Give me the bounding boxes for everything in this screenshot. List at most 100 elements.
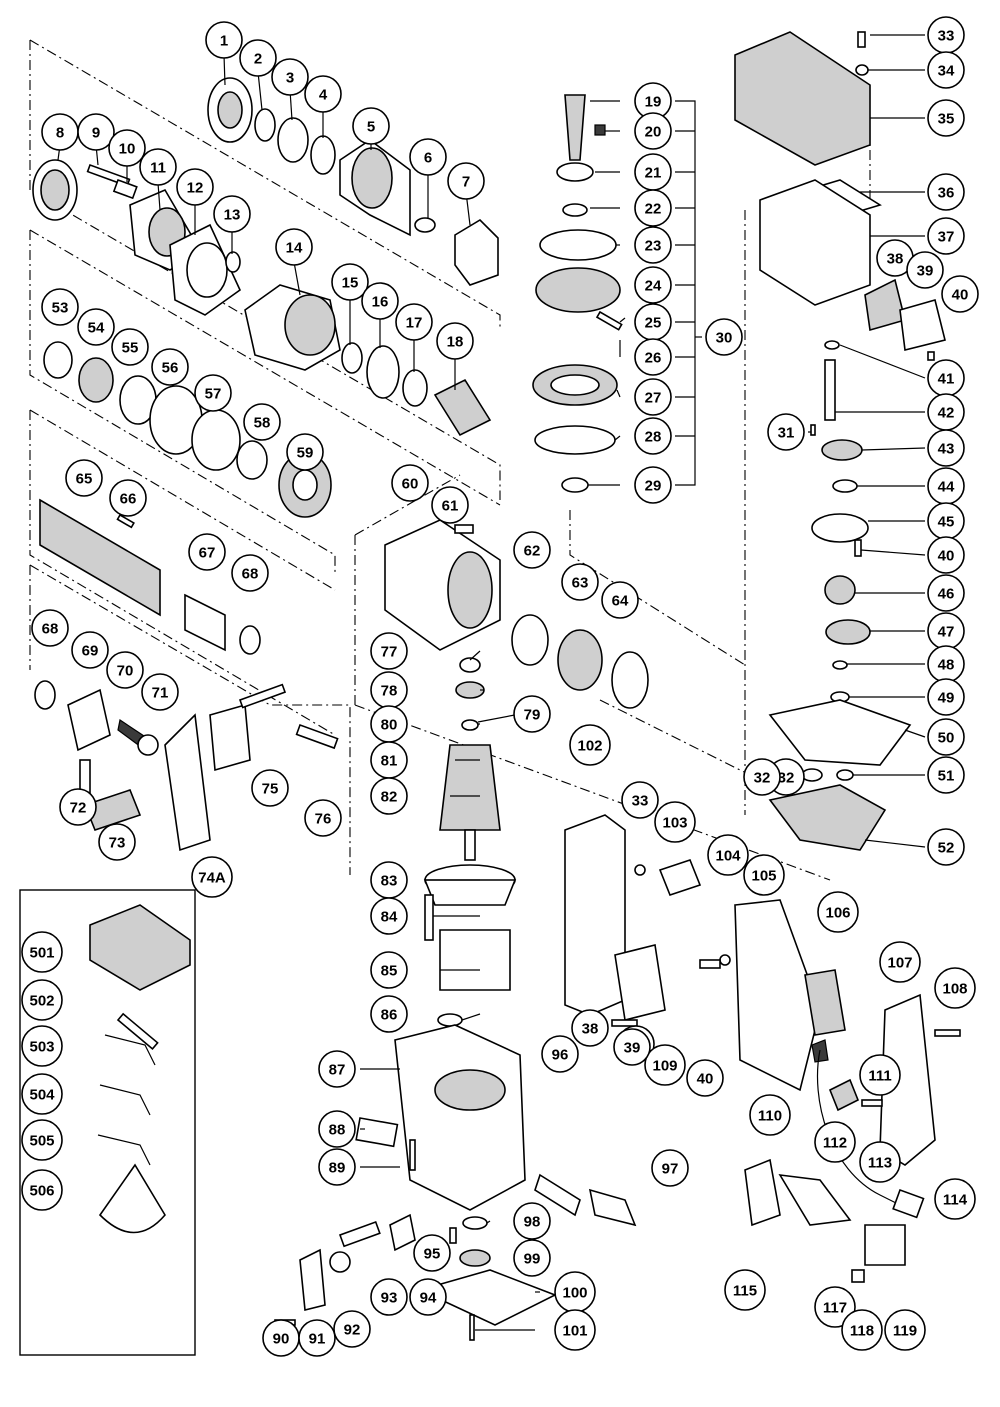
callout-label: 15 — [342, 275, 359, 292]
callout-circle — [571, 1009, 609, 1047]
callout-25: 25 — [634, 303, 672, 341]
callout-label: 92 — [344, 1322, 361, 1339]
callout-74A: 74A — [191, 856, 233, 898]
callout-43: 43 — [927, 429, 965, 467]
handle-assembly-group — [564, 814, 961, 1283]
callout-112: 112 — [814, 1121, 856, 1163]
callout-10: 10 — [108, 129, 146, 167]
callout-circle — [286, 433, 324, 471]
callout-67: 67 — [188, 533, 226, 571]
callout-65: 65 — [65, 459, 103, 497]
callout-96: 96 — [541, 1035, 579, 1073]
callout-circle — [370, 951, 408, 989]
callout-53: 53 — [41, 288, 79, 326]
callout-76: 76 — [304, 799, 342, 837]
callout-label: 95 — [424, 1246, 441, 1263]
callout-label: 505 — [29, 1133, 54, 1150]
callout-label: 62 — [524, 543, 541, 560]
callout-label: 71 — [152, 685, 169, 702]
callout-label: 57 — [205, 386, 222, 403]
callout-81: 81 — [370, 741, 408, 779]
callout-111: 111 — [859, 1054, 901, 1096]
gear-housing-group — [274, 1024, 637, 1341]
callout-label: 79 — [524, 707, 541, 724]
callout-label: 99 — [524, 1251, 541, 1268]
callout-87: 87 — [318, 1050, 356, 1088]
callout-circle — [707, 834, 749, 876]
callout-106: 106 — [817, 891, 859, 933]
callout-circle — [275, 228, 313, 266]
callout-label: 33 — [632, 793, 649, 810]
callout-label: 19 — [645, 94, 662, 111]
callout-64: 64 — [601, 581, 639, 619]
callout-circle — [644, 1044, 686, 1086]
front-cap-group — [32, 77, 499, 316]
callout-label: 66 — [120, 491, 137, 508]
callout-505: 505 — [21, 1119, 63, 1161]
callout-circle — [333, 1310, 371, 1348]
bearing-row — [43, 341, 332, 518]
callout-circle — [188, 533, 226, 571]
callout-circle — [934, 967, 976, 1009]
callout-501: 501 — [21, 931, 63, 973]
callout-circle — [841, 1309, 883, 1351]
callout-circle — [431, 486, 469, 524]
callout-label: 33 — [938, 28, 955, 45]
callout-circle — [318, 1110, 356, 1148]
callout-label: 6 — [424, 150, 432, 167]
callout-label: 59 — [297, 445, 314, 462]
callout-circle — [352, 107, 390, 145]
callout-label: 18 — [447, 334, 464, 351]
callout-label: 8 — [56, 125, 64, 142]
callout-114: 114 — [934, 1178, 976, 1220]
callout-label: 78 — [381, 683, 398, 700]
callout-circle — [724, 1269, 766, 1311]
callout-label: 1 — [220, 33, 228, 50]
callout-119: 119 — [884, 1309, 926, 1351]
callout-99: 99 — [513, 1239, 551, 1277]
callout-circle — [391, 464, 429, 502]
callout-97: 97 — [651, 1149, 689, 1187]
callout-circle — [767, 413, 805, 451]
callout-label: 83 — [381, 873, 398, 890]
callout-label: 105 — [751, 868, 776, 885]
callout-circle — [31, 609, 69, 647]
callout-40: 40 — [686, 1059, 724, 1097]
callout-label: 106 — [825, 905, 850, 922]
callout-circle — [561, 563, 599, 601]
callout-circle — [817, 891, 859, 933]
callout-label: 86 — [381, 1007, 398, 1024]
callout-circle — [361, 282, 399, 320]
callout-label: 80 — [381, 717, 398, 734]
callout-12: 12 — [176, 168, 214, 206]
callout-label: 109 — [652, 1058, 677, 1075]
callout-circle — [108, 129, 146, 167]
callout-label: 46 — [938, 586, 955, 603]
callout-83: 83 — [370, 861, 408, 899]
callout-circle — [370, 632, 408, 670]
callout-label: 69 — [82, 643, 99, 660]
callout-label: 103 — [662, 815, 687, 832]
callout-label: 502 — [29, 993, 54, 1010]
callout-circle — [651, 1149, 689, 1187]
callout-503: 503 — [21, 1025, 63, 1067]
callout-78: 78 — [370, 671, 408, 709]
callout-label: 38 — [582, 1021, 599, 1038]
callout-circle — [634, 112, 672, 150]
callout-5: 5 — [352, 107, 390, 145]
callout-label: 72 — [70, 800, 87, 817]
callout-label: 60 — [402, 476, 419, 493]
callout-label: 74A — [198, 870, 226, 887]
callout-circle — [927, 718, 965, 756]
callout-circle — [304, 75, 342, 113]
callout-24: 24 — [634, 266, 672, 304]
callout-circle — [21, 1119, 63, 1161]
callout-118: 118 — [841, 1309, 883, 1351]
callout-circle — [21, 979, 63, 1021]
callout-circle — [151, 348, 189, 386]
callout-label: 11 — [150, 160, 166, 177]
callout-label: 112 — [823, 1135, 847, 1152]
callout-label: 17 — [406, 315, 423, 332]
callout-circle — [569, 724, 611, 766]
